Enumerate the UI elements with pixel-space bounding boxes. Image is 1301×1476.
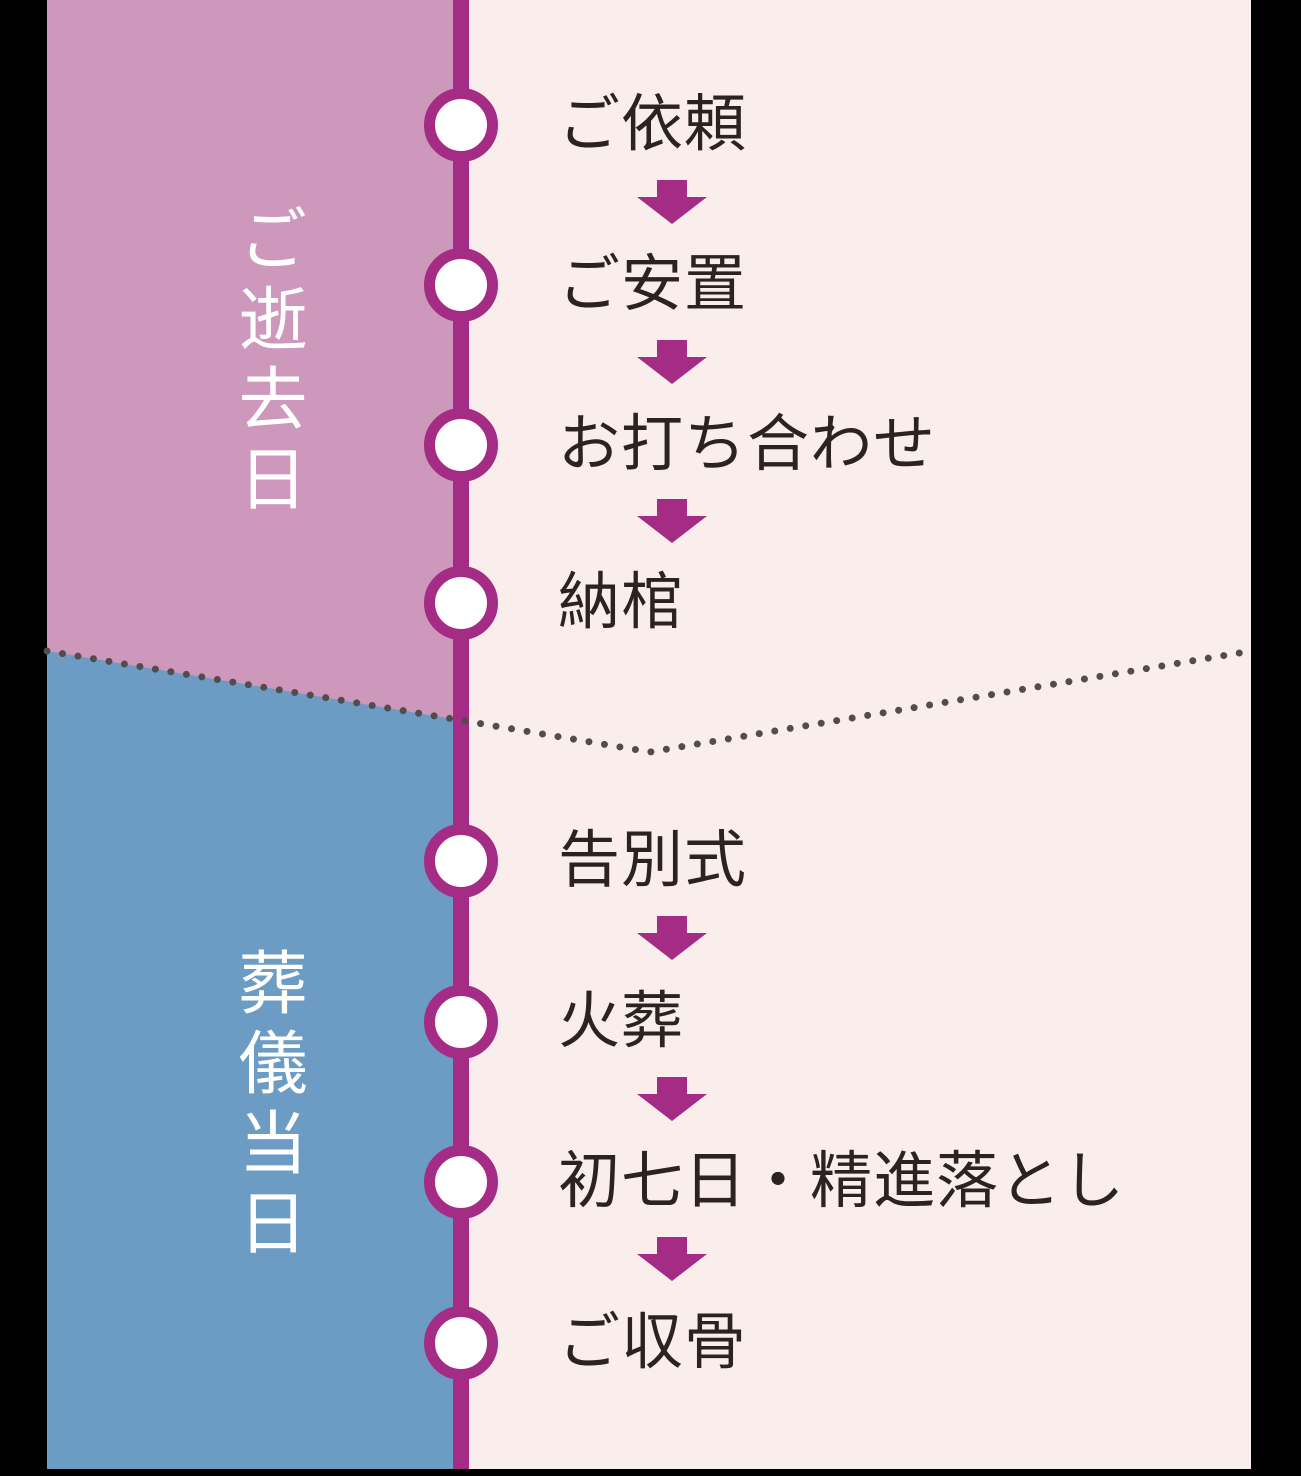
step-label-farewell: 告別式: [558, 826, 748, 895]
step-label-bone-gathering: ご収骨: [558, 1308, 748, 1377]
timeline-line: [453, 0, 469, 1469]
timeline-node: [424, 824, 498, 898]
step-label-repose: ご安置: [558, 250, 748, 319]
step-label-shonanoka: 初七日・精進落とし: [558, 1147, 1126, 1216]
step-label-meeting: お打ち合わせ: [558, 410, 937, 479]
phase-label-funeral-day: 葬儀当日: [228, 947, 305, 1267]
timeline-node: [424, 408, 498, 482]
step-label-request: ご依頼: [558, 90, 748, 159]
phase-label-day-of-passing: ご逝去日: [228, 203, 305, 523]
timeline-node: [424, 248, 498, 322]
step-label-encoffining: 納棺: [558, 568, 685, 637]
timeline-node: [424, 1145, 498, 1219]
timeline-node: [424, 985, 498, 1059]
timeline-node: [424, 88, 498, 162]
step-label-cremation: 火葬: [558, 987, 685, 1056]
timeline-node: [424, 1306, 498, 1380]
phase-panel-day-of-passing: [47, 0, 453, 719]
timeline-node: [424, 566, 498, 640]
